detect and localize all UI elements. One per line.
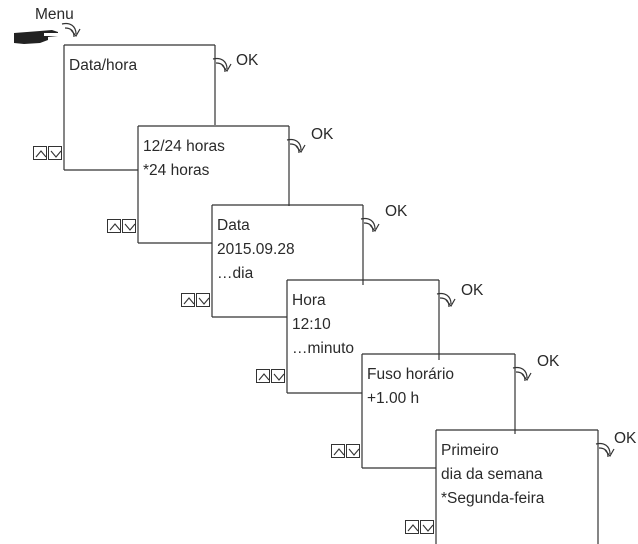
step-6-line-1: Primeiro — [441, 442, 499, 459]
step-6-line-3: *Segunda-feira — [441, 490, 545, 507]
ok-label-3: OK — [385, 203, 408, 220]
step-4-line-3: …minuto — [292, 340, 355, 357]
down-arrow-icon[interactable] — [48, 146, 62, 160]
curved-arrow-icon — [436, 292, 456, 308]
step-5-line-1: Fuso horário — [367, 366, 455, 383]
step-2-line-2: *24 horas — [143, 162, 210, 179]
down-arrow-icon[interactable] — [122, 219, 136, 233]
curved-arrow-icon — [61, 22, 81, 38]
step-6-line-2: dia da semana — [441, 466, 543, 483]
up-arrow-icon[interactable] — [107, 219, 121, 233]
ok-label-6: OK — [614, 430, 637, 447]
down-arrow-icon[interactable] — [346, 444, 360, 458]
curved-arrow-icon — [512, 366, 532, 382]
step-5-nav-buttons[interactable] — [331, 444, 361, 458]
down-arrow-icon[interactable] — [420, 520, 434, 534]
pointing-hand-icon — [14, 30, 58, 44]
step-6-nav-buttons[interactable] — [405, 520, 435, 534]
step-1-line-1: Data/hora — [69, 57, 138, 74]
step-4-nav-buttons[interactable] — [256, 369, 286, 383]
step-4-line-2: 12:10 — [292, 316, 331, 333]
ok-label-1: OK — [236, 52, 259, 69]
curved-arrow-icon — [360, 217, 380, 233]
up-arrow-icon[interactable] — [331, 444, 345, 458]
down-arrow-icon[interactable] — [271, 369, 285, 383]
step-2-line-1: 12/24 horas — [143, 138, 225, 155]
step-1-nav-buttons[interactable] — [33, 146, 63, 160]
up-arrow-icon[interactable] — [405, 520, 419, 534]
up-arrow-icon[interactable] — [181, 293, 195, 307]
ok-label-2: OK — [311, 126, 334, 143]
down-arrow-icon[interactable] — [196, 293, 210, 307]
menu-label: Menu — [35, 6, 74, 23]
curved-arrow-icon — [212, 57, 232, 73]
step-3-nav-buttons[interactable] — [181, 293, 211, 307]
up-arrow-icon[interactable] — [33, 146, 47, 160]
curved-arrow-icon — [595, 442, 615, 458]
step-4-line-1: Hora — [292, 292, 326, 309]
step-3-line-1: Data — [217, 217, 250, 234]
up-arrow-icon[interactable] — [256, 369, 270, 383]
ok-label-5: OK — [537, 353, 560, 370]
ok-label-4: OK — [461, 282, 484, 299]
step-3-line-3: …dia — [217, 265, 254, 282]
step-3-line-2: 2015.09.28 — [217, 241, 295, 258]
step-2-nav-buttons[interactable] — [107, 219, 137, 233]
curved-arrow-icon — [286, 138, 306, 154]
step-5-line-2: +1.00 h — [367, 390, 420, 407]
